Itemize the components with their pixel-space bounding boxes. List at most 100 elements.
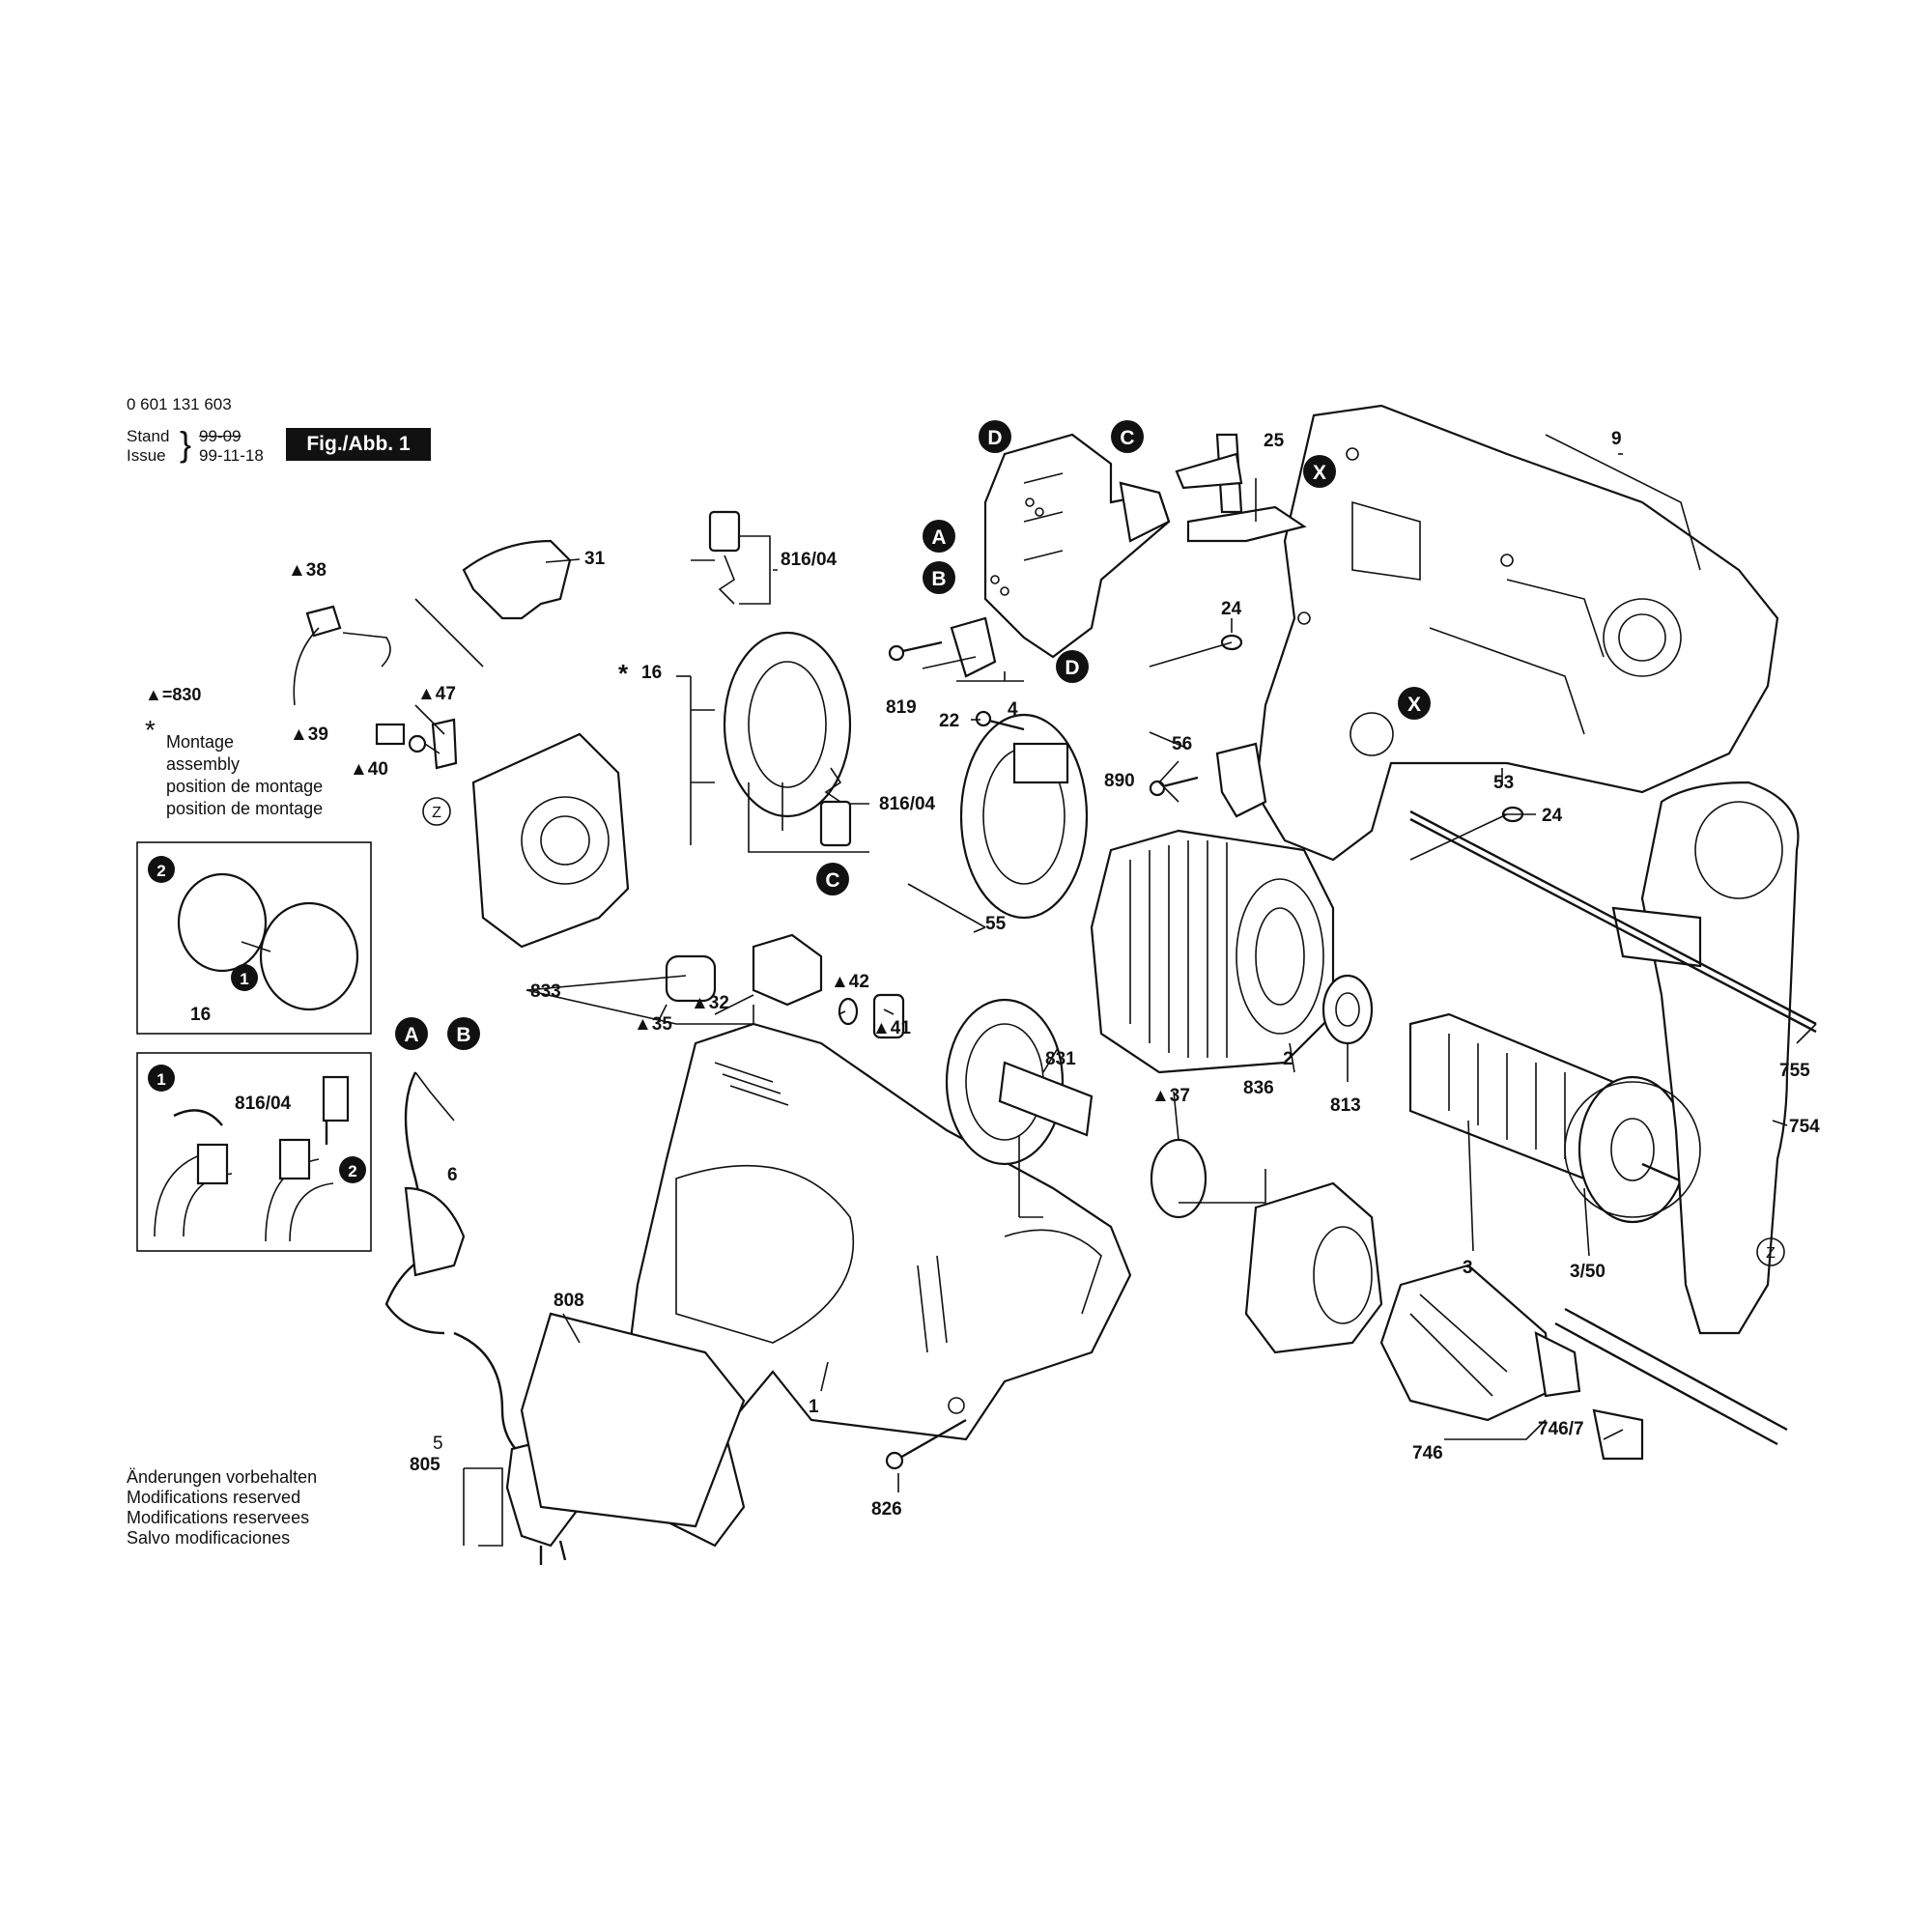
figure-label: Fig./Abb. 1 (286, 428, 431, 461)
callout-831: 831 (1045, 1049, 1076, 1069)
marker-C-top: C (1111, 420, 1144, 453)
marker-X-top: X (1303, 455, 1336, 488)
callout-746-7: 746/7 (1538, 1419, 1584, 1439)
screw-826 (897, 1418, 967, 1461)
assembly-legend-line-3: position de montage (166, 777, 324, 796)
marker-A-top: A (923, 520, 955, 553)
callout-24-upper: 24 (1221, 599, 1242, 619)
callout-816-04-top: 816/04 (781, 550, 838, 570)
fan-3-50 (1564, 1081, 1701, 1218)
callout-826: 826 (871, 1499, 902, 1520)
depth-rod-755 (1409, 810, 1817, 1026)
chuck-key-746-7 (1554, 1307, 1788, 1461)
note-en: Modifications reserved (127, 1488, 301, 1507)
note-es: Salvo modificaciones (127, 1528, 291, 1548)
screw-22 (984, 718, 1025, 731)
marker-C-mid: C (816, 863, 849, 895)
inset1-marker-1: 1 (231, 964, 258, 991)
callout-47: ▲47 (417, 684, 456, 704)
inset2-marker-1: 1 (148, 1065, 175, 1092)
modification-notes: Änderungen vorbehalten Modifications res… (127, 1467, 317, 1548)
svg-text:B: B (931, 568, 946, 590)
callout-53: 53 (1493, 773, 1514, 793)
callout-25: 25 (1264, 431, 1285, 451)
reverse-lever-25 (1175, 433, 1307, 543)
svg-text:B: B (456, 1024, 470, 1046)
bearing-37 (1150, 1138, 1208, 1219)
callout-755: 755 (1779, 1061, 1810, 1081)
callout-38: ▲38 (288, 560, 327, 581)
housing-half-9 (1254, 404, 1779, 862)
callout-890: 890 (1104, 771, 1135, 791)
callout-1: 1 (809, 1397, 819, 1417)
cap-31 (462, 539, 572, 620)
marker-A-cable: A (395, 1017, 428, 1050)
washer-42 (838, 997, 859, 1026)
note-fr: Modifications reservees (127, 1508, 310, 1527)
callout-40: ▲40 (350, 759, 388, 780)
screw-819 (897, 640, 943, 654)
switch-4 (983, 433, 1171, 659)
callout-35: ▲35 (634, 1014, 672, 1035)
svg-text:X: X (1407, 694, 1421, 716)
svg-text:Z: Z (1766, 1245, 1776, 1262)
issue-value: 99-11-18 (199, 446, 264, 465)
marker-Z-left: Z (422, 797, 451, 826)
svg-text:2: 2 (348, 1162, 356, 1180)
brush-holder-plate (708, 510, 852, 847)
callout-836: 836 (1243, 1078, 1274, 1098)
svg-text:C: C (825, 869, 839, 892)
spring-41 (872, 993, 905, 1039)
inset-box-2 (136, 1052, 372, 1252)
bracket-56 (1215, 742, 1267, 818)
callout-9: 9 (1611, 429, 1622, 449)
assembly-legend-line-1: Montage (166, 732, 235, 752)
callout-16-star: * (618, 659, 629, 688)
callout-42: ▲42 (831, 972, 869, 992)
inset1-marker-2: 2 (148, 856, 175, 883)
svg-text:A: A (931, 526, 946, 549)
inset1-callout-16: 16 (190, 1005, 211, 1025)
note-de: Änderungen vorbehalten (127, 1467, 318, 1487)
field-stator-2 (1090, 829, 1335, 1074)
callout-813: 813 (1330, 1095, 1361, 1116)
leader-lines (414, 453, 1817, 1547)
callout-37: ▲37 (1151, 1086, 1190, 1106)
svg-text:D: D (987, 427, 1002, 449)
marker-D-top: D (979, 420, 1011, 453)
stand-value: 99-09 (199, 427, 242, 445)
callout-55: 55 (985, 914, 1007, 934)
callout-6: 6 (447, 1165, 458, 1185)
callout-5: 5 (433, 1434, 443, 1454)
callout-3: 3 (1463, 1258, 1473, 1278)
bearing-813 (1321, 974, 1374, 1045)
callout-22: 22 (939, 711, 959, 731)
callout-816-04-mid: 816/04 (879, 794, 936, 814)
brace: } (180, 424, 192, 464)
svg-text:D: D (1065, 657, 1079, 679)
callout-56: 56 (1172, 734, 1192, 754)
callout-3-50: 3/50 (1570, 1262, 1605, 1282)
armature-3 (1408, 1012, 1720, 1224)
brush-carrier (959, 713, 1089, 920)
assembly-legend-line-2: assembly (166, 754, 241, 774)
callout-819: 819 (886, 697, 917, 718)
star-symbol: * (145, 715, 156, 745)
triangle-legend: ▲=830 (145, 685, 202, 704)
callout-754: 754 (1789, 1117, 1820, 1137)
svg-text:1: 1 (156, 1070, 165, 1089)
callout-39: ▲39 (290, 724, 328, 745)
marker-B-cable: B (447, 1017, 480, 1050)
callout-31: 31 (584, 549, 606, 569)
callout-808: 808 (554, 1291, 584, 1311)
callout-2: 2 (1283, 1049, 1293, 1069)
nut-32 (752, 933, 823, 1007)
part-39 (375, 723, 406, 746)
svg-text:A: A (404, 1024, 418, 1046)
label-808 (520, 1312, 746, 1528)
callout-4: 4 (1008, 699, 1018, 720)
svg-text:Z: Z (432, 805, 441, 821)
marker-X-mid: X (1398, 687, 1431, 720)
issue-label: Issue (127, 446, 166, 465)
